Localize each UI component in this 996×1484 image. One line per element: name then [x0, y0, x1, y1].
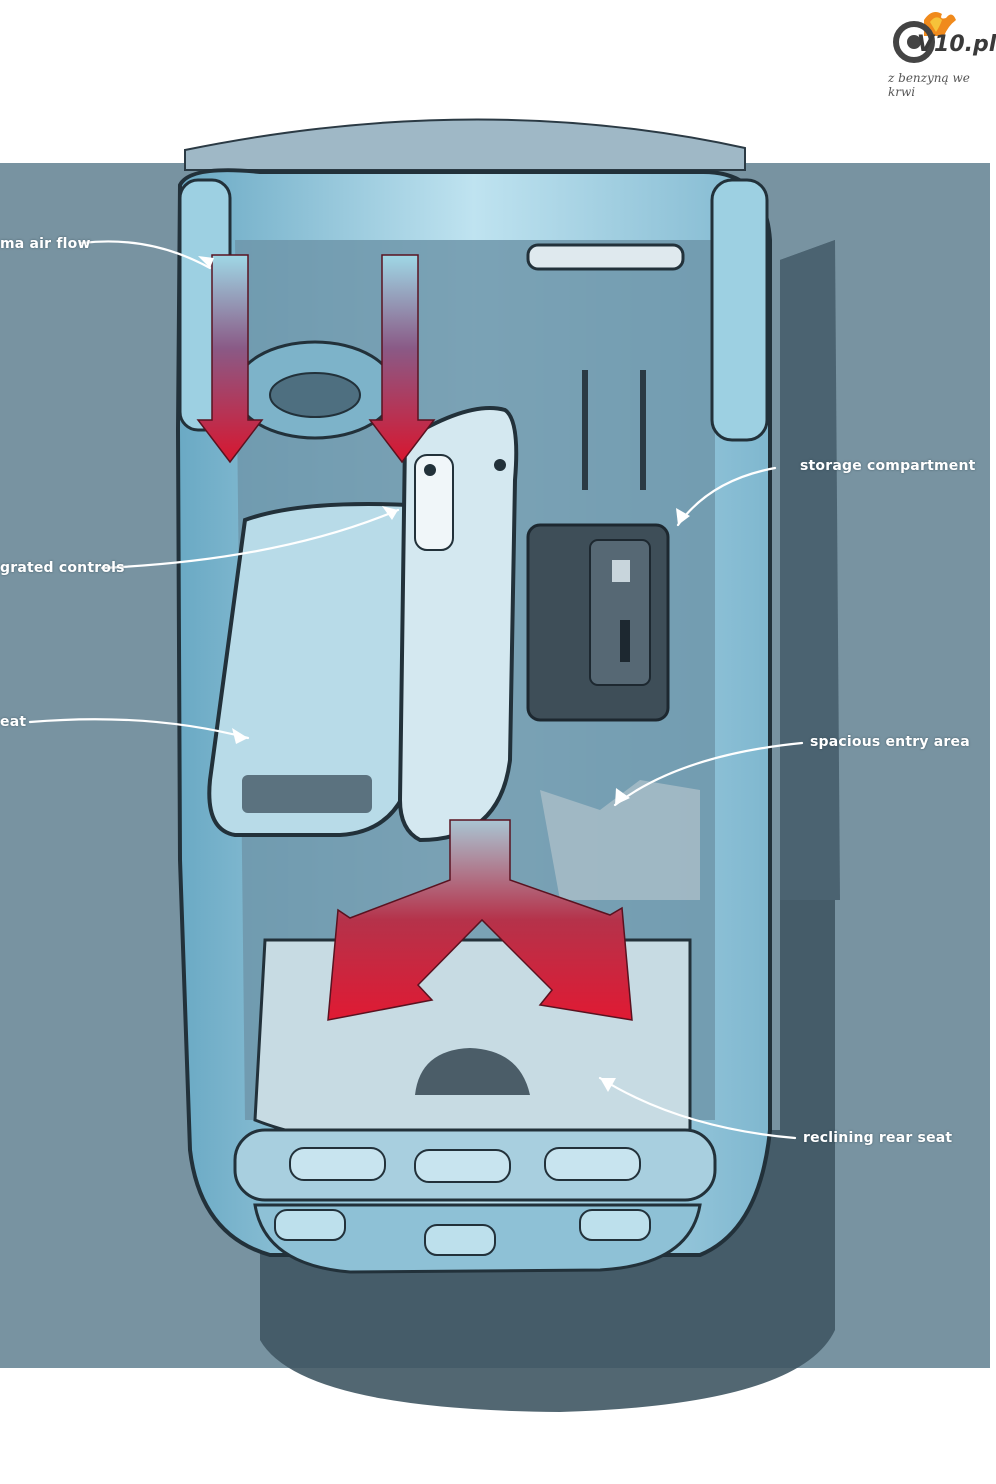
logo-text[interactable]: V10.pl — [917, 32, 996, 57]
label-entry-area: spacious entry area — [810, 734, 970, 750]
leader-air-flow — [80, 240, 212, 270]
leader-seat — [28, 718, 250, 740]
label-rear-seat: reclining rear seat — [803, 1130, 953, 1146]
top-handle — [526, 243, 685, 271]
entry-area — [540, 780, 700, 900]
leader-rear-seat — [598, 1076, 797, 1140]
flaming-wheel-icon — [893, 12, 956, 63]
rear-airflow-arrows — [327, 819, 633, 1021]
front-airflow-arrows — [196, 254, 436, 464]
label-air-flow: ma air flow — [0, 236, 91, 252]
car-shadow-side — [780, 240, 840, 900]
leader-entry — [613, 741, 804, 807]
side-pillar-right — [710, 178, 769, 442]
label-seat: eat — [0, 714, 27, 730]
label-storage-compartment: storage compartment — [800, 458, 976, 474]
label-integrated-controls: grated controls — [0, 560, 125, 576]
roof-sheet — [184, 118, 746, 171]
leader-controls — [100, 508, 400, 570]
logo-tagline: z benzyną we krwi — [888, 71, 970, 99]
